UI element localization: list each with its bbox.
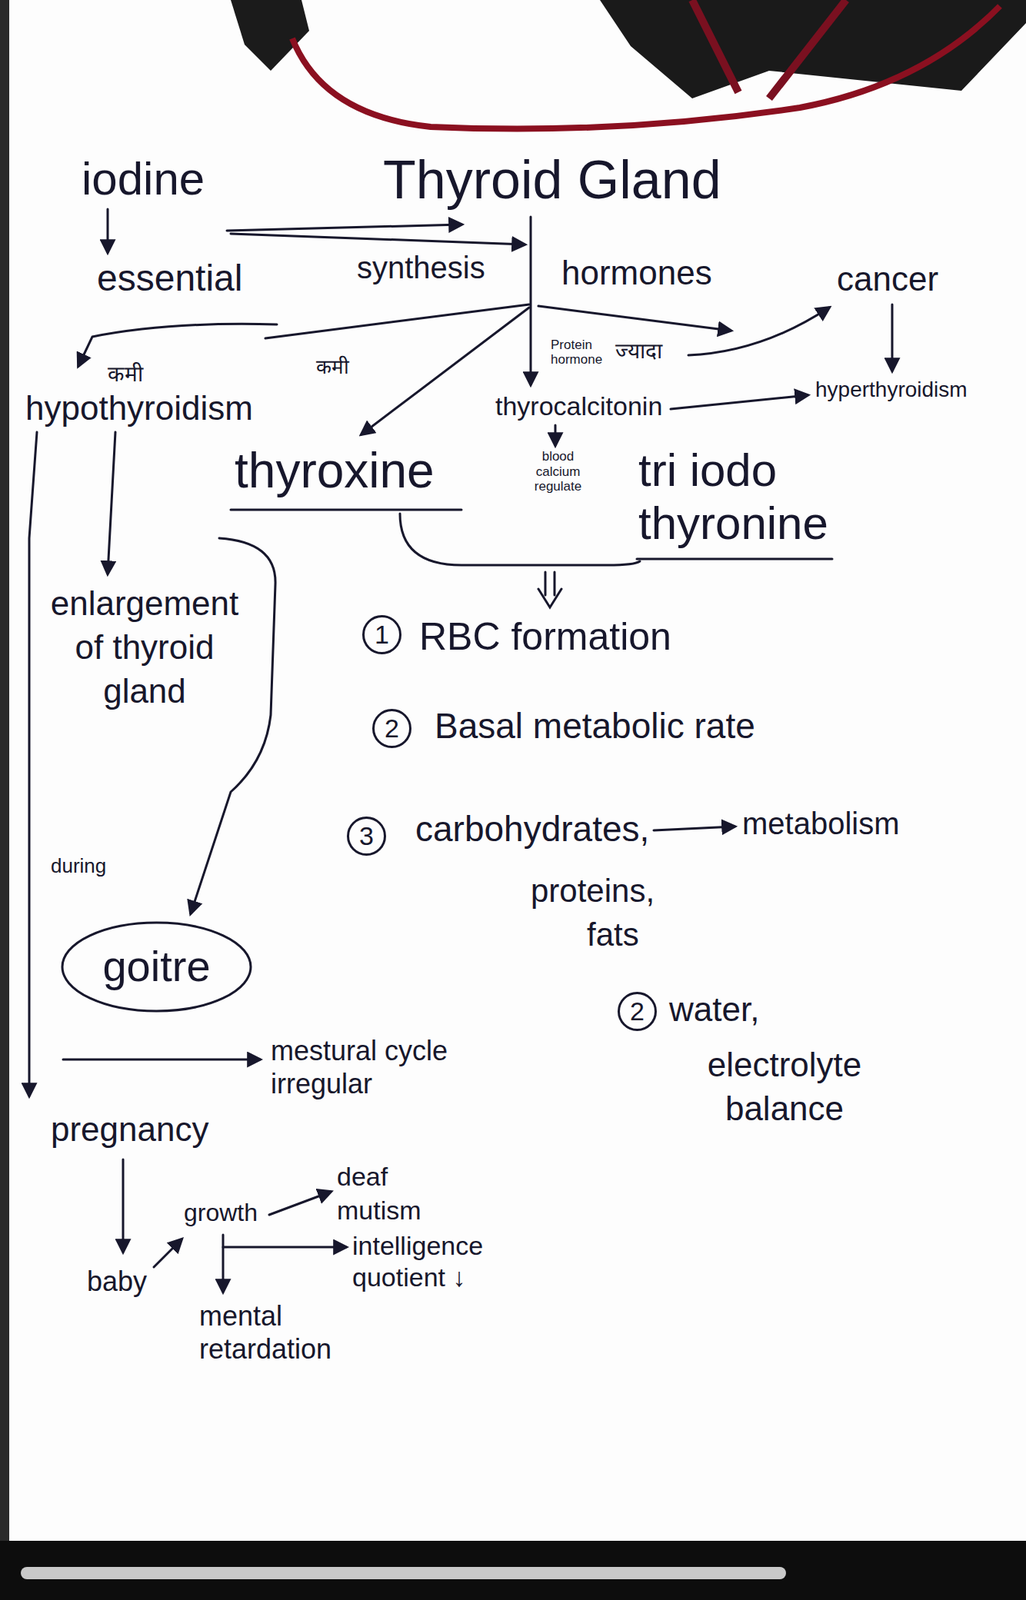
concept-label: pregnancy [50,1107,209,1152]
callout-number: 2 [372,709,412,749]
node-text: goitre [102,942,210,992]
concept-label: growth [183,1199,258,1227]
concept-label: hormones [561,253,713,294]
callout-number: 3 [346,816,387,857]
function-item: water, [669,990,760,1030]
arrow [122,1159,125,1253]
arrow [222,1235,225,1293]
arrow [653,826,735,831]
function-item: carbohydrates, [415,809,650,850]
arrow [223,1246,347,1250]
concept-label: baby [86,1265,147,1299]
arrow [891,304,894,371]
underline [230,509,462,512]
line [265,304,530,339]
disorder-label: hyperthyroidism [815,376,968,404]
double-arrow [538,572,562,608]
symptom-label: deaf mutism [336,1159,437,1228]
function-item: Basal metabolic rate [434,706,756,747]
symptom-label: mestural cycle irregular [270,1034,502,1101]
disorder-label: hypothyroidism [25,388,254,430]
oval-outline [62,922,251,1012]
arrow [529,216,533,385]
hindi-note: ज्यादा [615,338,663,365]
arrow [226,224,462,231]
symptom-label: mental retardation [199,1299,384,1366]
arrow [688,307,830,356]
symptom-label: intelligence quotient ↓ [352,1230,530,1294]
central-topic: Thyroid Gland [383,150,722,210]
hindi-note: कमी [316,355,350,380]
arrow [63,1059,260,1062]
arrow [269,1192,331,1216]
photo-shadow [230,0,310,71]
page-edge [0,0,10,1542]
symptom-label: enlargement of thyroid gland [40,581,249,714]
hormone-name: thyroxine [234,443,435,498]
callout-number: 2 [617,992,657,1032]
arrow [153,1239,182,1268]
hindi-note: कमी [107,361,144,388]
arrow [106,209,110,253]
arrow [78,323,277,367]
callout-number: 1 [362,615,402,655]
arrow [230,233,525,245]
arrow [554,425,557,446]
arrow-note: synthesis [356,249,486,286]
function-item: proteins, [530,872,655,910]
scroll-bar [20,1567,787,1580]
concept-label: iodine [81,153,205,205]
red-strap [292,6,1000,130]
underline [636,558,833,561]
small-note: blood calcium regulate [525,449,591,495]
arrow [107,432,116,574]
screen-bar [0,1541,1026,1600]
photo-shadow [599,0,1026,99]
function-item: RBC formation [419,615,672,660]
function-item: metabolism [742,806,900,842]
concept-label: essential [96,258,243,300]
red-strap [692,0,847,99]
bracket-curve [399,513,640,566]
arrow [29,432,37,1096]
hormone-name: thyrocalcitonin [495,390,663,423]
small-note: during [50,855,107,879]
concept-label: cancer [836,259,939,300]
function-item: fats [586,916,640,954]
function-item: electrolyte balance [669,1042,900,1131]
circled-term: goitre [59,920,254,1014]
arrow [538,306,731,331]
arrow [670,395,808,410]
small-note: Protein hormone [550,338,613,367]
hormone-name: tri iodo thyronine [638,443,870,550]
